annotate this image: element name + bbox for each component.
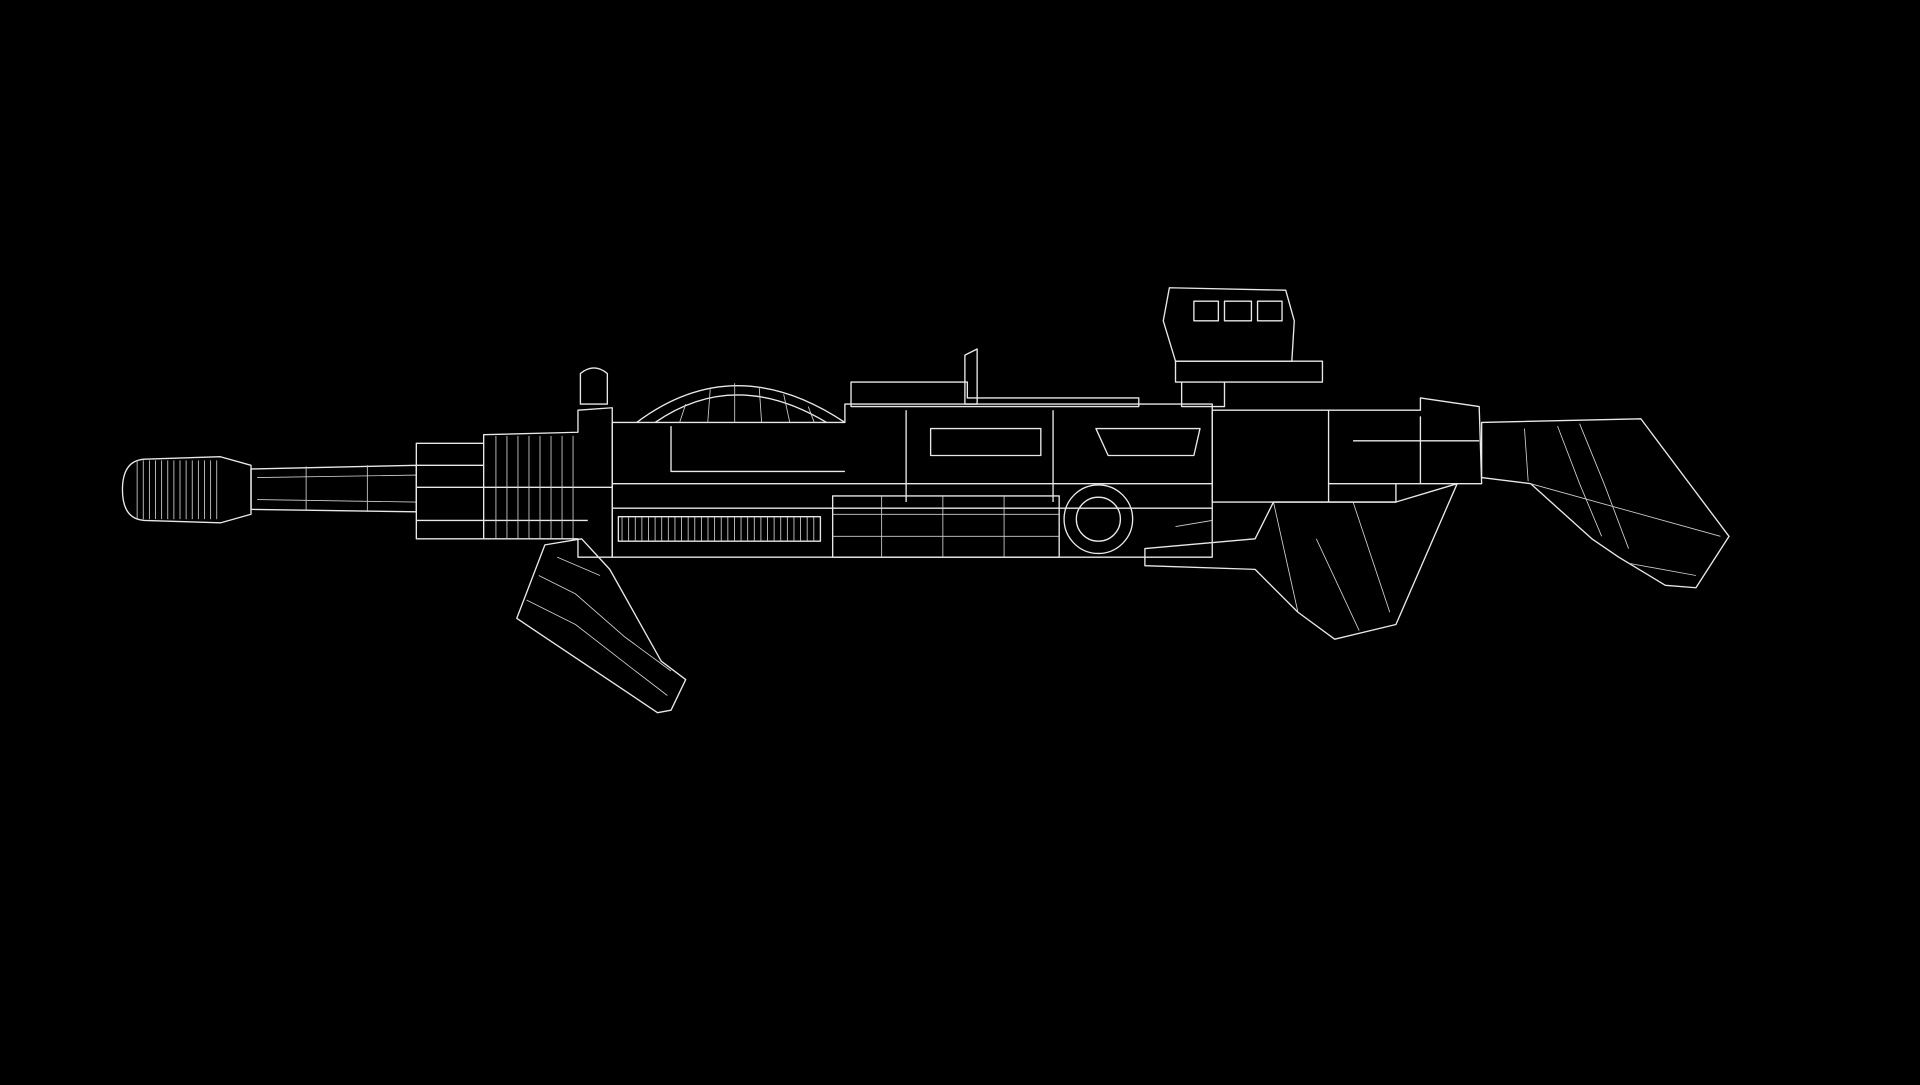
receiver bbox=[611, 348, 1213, 558]
pistol-grip bbox=[1144, 483, 1458, 640]
muzzle-brake bbox=[121, 456, 252, 524]
optic-sight bbox=[1162, 287, 1324, 408]
foregrip bbox=[516, 538, 687, 714]
handguard bbox=[415, 367, 613, 558]
adjustment-wheel bbox=[636, 383, 846, 424]
buttstock bbox=[1480, 418, 1730, 589]
magazine bbox=[831, 484, 1134, 558]
rear-receiver bbox=[1211, 397, 1483, 503]
barrel bbox=[250, 464, 417, 513]
